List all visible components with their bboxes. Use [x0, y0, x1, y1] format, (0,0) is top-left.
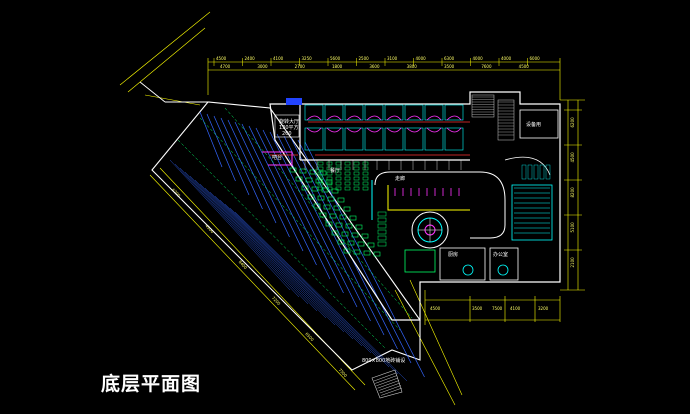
- top-dimension-chain: [207, 58, 561, 100]
- dimension-label: 3600: [369, 64, 380, 69]
- dining-room: 餐厅: [330, 167, 340, 174]
- dimension-label: 2500: [359, 56, 370, 61]
- lower-left-diagonal-dimension: [149, 167, 366, 391]
- door-swings: [306, 115, 462, 133]
- upper-left-diagonal-dimension: [119, 11, 211, 106]
- stair-treads: [472, 96, 514, 136]
- red-corridor-line: [270, 121, 470, 156]
- dimension-label: 6000: [530, 56, 541, 61]
- lower-center-rooms: [404, 247, 519, 281]
- dimension-label: 3800: [407, 64, 418, 69]
- bar-label: 吧台: [272, 154, 282, 161]
- left-wing-outline: [151, 101, 421, 371]
- dimension-label: 4500: [216, 56, 227, 61]
- dimension-label: 2400: [245, 56, 256, 61]
- right-wing: [504, 109, 559, 241]
- dimension-label: 6300: [444, 56, 455, 61]
- office-label: 办公室: [493, 251, 508, 258]
- bar-counter: 吧台: [262, 151, 293, 166]
- lower-right-diagonal-dimension: [394, 279, 463, 406]
- equipment-room-label: 设备用: [526, 121, 541, 128]
- dimension-label: 8400: [238, 259, 249, 270]
- lobby-code-label: 260: [282, 131, 292, 137]
- main-building-outline: [269, 91, 561, 321]
- corridor-label: 走廊: [395, 175, 405, 182]
- dimension-label: 3500: [444, 64, 455, 69]
- dimension-label: 4000: [416, 56, 427, 61]
- bottom-stair-treads: [373, 372, 403, 396]
- dimension-label: 1800: [332, 64, 343, 69]
- kitchen-label: 厨房: [448, 251, 458, 258]
- right-dimension-labels: 6200 4500 8200 5100 2100: [564, 109, 582, 268]
- top-dimension-labels-secondary: 4700 3000 2700 1800 3600 3800 3500 7600 4500: [220, 64, 529, 69]
- dimension-label: 7600: [481, 64, 492, 69]
- lobby-area-label: 130平方: [279, 124, 299, 131]
- dimension-label: 3100: [387, 56, 398, 61]
- bottom-dimension-chain: [424, 290, 561, 325]
- dimension-label: 4500: [519, 64, 530, 69]
- entry-wall: [139, 81, 210, 103]
- dining-label: 餐厅: [330, 167, 340, 174]
- left-wing-grid: [177, 107, 413, 349]
- dimension-label: 4100: [510, 306, 521, 311]
- dimension-label: 4000: [501, 56, 512, 61]
- dimension-label: 4500: [570, 152, 575, 163]
- dimension-label: 7200: [271, 295, 282, 306]
- dimension-label: 2700: [295, 64, 306, 69]
- dimension-label: 4700: [220, 64, 231, 69]
- central-curved-hall: [371, 171, 506, 249]
- floor-note-label: 800×800地砖铺设: [362, 357, 405, 364]
- drawing-title: 底层平面图: [101, 373, 202, 395]
- elevator-marker: [286, 98, 302, 105]
- dimension-label: 3000: [257, 64, 268, 69]
- bottom-dimension-labels: 4500 3500 7500 4100 3200: [430, 306, 549, 311]
- dimension-label: 6200: [171, 187, 182, 198]
- diagonal-left-labels: 6200 4500 8400 7200 6500 7500: [171, 187, 349, 378]
- top-dimension-labels: 4500 2400 4100 3250 5600 2500 3100 4000 6300 4000…: [213, 56, 541, 66]
- dimension-label: 4100: [273, 56, 284, 61]
- right-wing-slots: [514, 164, 551, 234]
- lobby-room: 旋转大厅 130平方 260: [274, 114, 300, 138]
- center-bar-stools: [377, 188, 460, 247]
- dimension-label: 7500: [338, 367, 349, 378]
- right-dimension-chain: [560, 99, 585, 291]
- dimension-label: 3500: [472, 306, 483, 311]
- dimension-label: 6200: [570, 117, 575, 128]
- dimension-label: 2100: [570, 257, 575, 268]
- left-wing-hatching: [169, 111, 425, 382]
- dimension-label: 6500: [304, 331, 315, 342]
- dining-tables: [289, 160, 462, 257]
- dimension-label: 8200: [570, 187, 575, 198]
- dimension-label: 3250: [302, 56, 313, 61]
- dimension-label: 4000: [473, 56, 484, 61]
- bottom-stair: [371, 369, 403, 399]
- stair-block: [471, 94, 515, 141]
- dimension-label: 5100: [570, 222, 575, 233]
- dimension-label: 5600: [330, 56, 341, 61]
- top-room-row: [304, 104, 464, 151]
- lobby-label: 旋转大厅: [279, 118, 299, 125]
- dimension-label: 7500: [492, 306, 503, 311]
- dimension-label: 4500: [204, 223, 215, 234]
- dimension-label: 3200: [538, 306, 549, 311]
- dimension-label: 4500: [430, 306, 441, 311]
